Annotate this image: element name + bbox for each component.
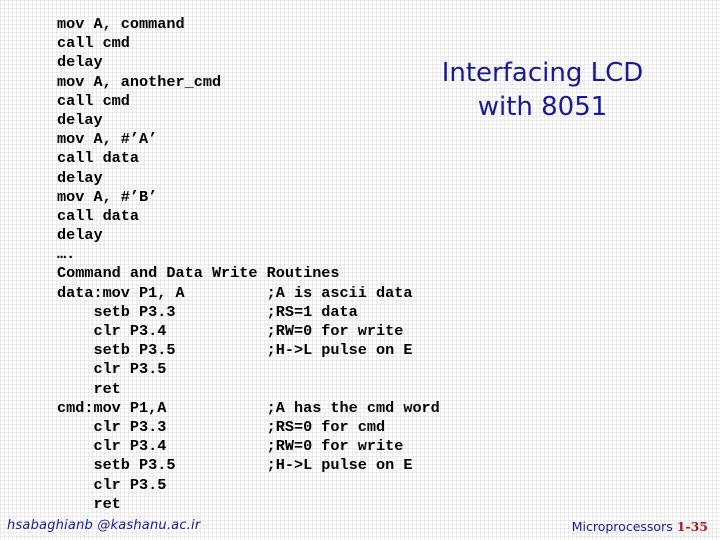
code-line: mov A, another_cmd	[57, 72, 222, 91]
page-number: 1-35	[676, 519, 708, 534]
code-line: mov A, #’B’	[57, 187, 158, 206]
code-line: ret	[57, 379, 121, 398]
code-line: call data	[57, 206, 140, 225]
code-line: Command and Data Write Routines	[57, 264, 340, 283]
code-line: mov A, command	[57, 15, 185, 33]
code-line: setb P3.5 ;H->L pulse on E	[57, 341, 413, 360]
footer-email: hsabaghianb @kashanu.ac.ir	[7, 518, 201, 533]
code-line: mov A, #’A’	[57, 130, 158, 149]
code-line: cmd:mov P1,A ;A has the cmd word	[57, 398, 440, 417]
slide-title-line: with 8051	[477, 92, 608, 122]
code-line: data:mov P1, A ;A is ascii data	[57, 283, 413, 302]
code-line: clr P3.3 ;RS=0 for cmd	[57, 417, 386, 436]
slide-title: Interfacing LCD with 8051	[405, 56, 680, 124]
code-line: call cmd	[57, 91, 130, 110]
code-line: ret	[57, 494, 121, 513]
code-line: clr P3.4 ;RW=0 for write	[57, 437, 404, 456]
code-line: clr P3.5	[57, 360, 167, 379]
code-line: call data	[57, 149, 140, 168]
code-line: delay	[57, 53, 103, 72]
code-line: delay	[57, 226, 103, 245]
code-line: clr P3.5	[57, 475, 167, 494]
footer-course-name: Microprocessors	[571, 519, 673, 534]
code-line: setb P3.3 ;RS=1 data	[57, 302, 358, 321]
code-line: ….	[57, 245, 76, 264]
code-line: delay	[57, 110, 103, 129]
slide-title-line: Interfacing LCD	[441, 58, 644, 88]
code-line: delay	[57, 168, 103, 187]
code-line: setb P3.5 ;H->L pulse on E	[57, 456, 413, 475]
code-line: call cmd	[57, 34, 130, 53]
code-line: clr P3.4 ;RW=0 for write	[57, 322, 404, 340]
